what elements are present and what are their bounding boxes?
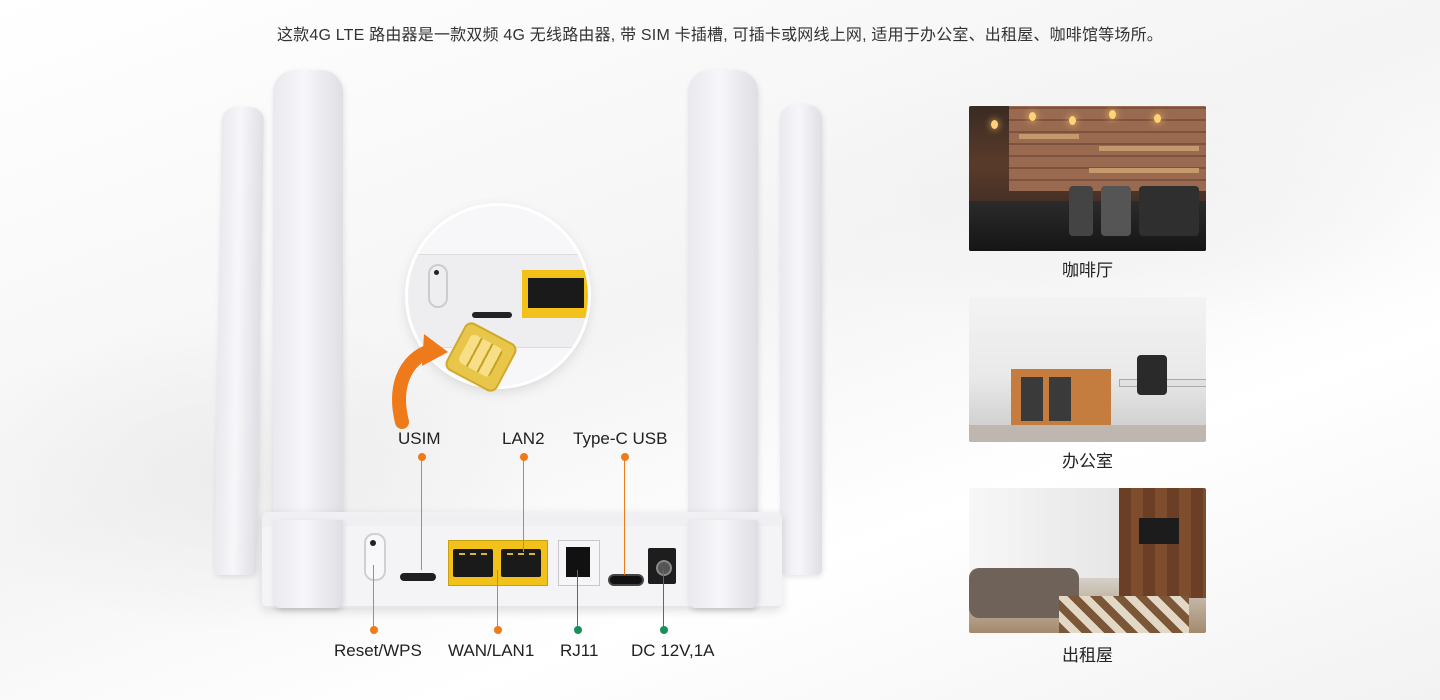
label-typec: Type-C USB <box>573 429 668 448</box>
label-rj11: RJ11 <box>560 641 599 660</box>
label-dc: DC 12V,1A <box>631 641 715 660</box>
scene-caption-office: 办公室 <box>1062 452 1113 471</box>
reset-dot <box>370 626 378 634</box>
scene-caption-rental: 出租屋 <box>1062 646 1113 665</box>
sim-slot <box>400 573 436 581</box>
label-usim: USIM <box>398 429 441 448</box>
scene-image-rental <box>969 488 1206 633</box>
wan-port <box>453 549 493 577</box>
reset-button <box>364 533 386 581</box>
dc-line <box>663 570 664 630</box>
typec-port <box>608 574 644 586</box>
insert-arrow-icon <box>392 334 448 429</box>
usim-dot <box>418 453 426 461</box>
ethernet-ports <box>448 540 548 586</box>
lan2-dot <box>520 453 528 461</box>
scene-caption-cafe: 咖啡厅 <box>1062 261 1113 280</box>
antenna-right-inner-base <box>688 520 758 608</box>
lan2-line <box>523 457 524 552</box>
rj11-dot <box>574 626 582 634</box>
wan-dot <box>494 626 502 634</box>
reset-indicator <box>370 540 376 546</box>
usim-line <box>421 457 422 570</box>
intro-text: 这款4G LTE 路由器是一款双频 4G 无线路由器, 带 SIM 卡插槽, 可… <box>276 27 1164 44</box>
label-wan: WAN/LAN1 <box>448 641 535 660</box>
label-reset: Reset/WPS <box>334 641 422 660</box>
scene-image-office <box>969 297 1206 442</box>
dc-dot <box>660 626 668 634</box>
typec-line <box>624 457 625 575</box>
dc-power-port <box>648 548 676 584</box>
wan-line <box>497 570 498 630</box>
reset-line <box>373 565 374 630</box>
scene-image-cafe <box>969 106 1206 251</box>
antenna-left-outer <box>213 107 265 575</box>
lan2-port <box>501 549 541 577</box>
rj11-line <box>577 570 578 630</box>
rj11-port <box>558 540 600 586</box>
label-lan2: LAN2 <box>502 429 545 448</box>
antenna-right-outer <box>780 105 822 575</box>
typec-dot <box>621 453 629 461</box>
antenna-left-inner-base <box>273 520 343 608</box>
